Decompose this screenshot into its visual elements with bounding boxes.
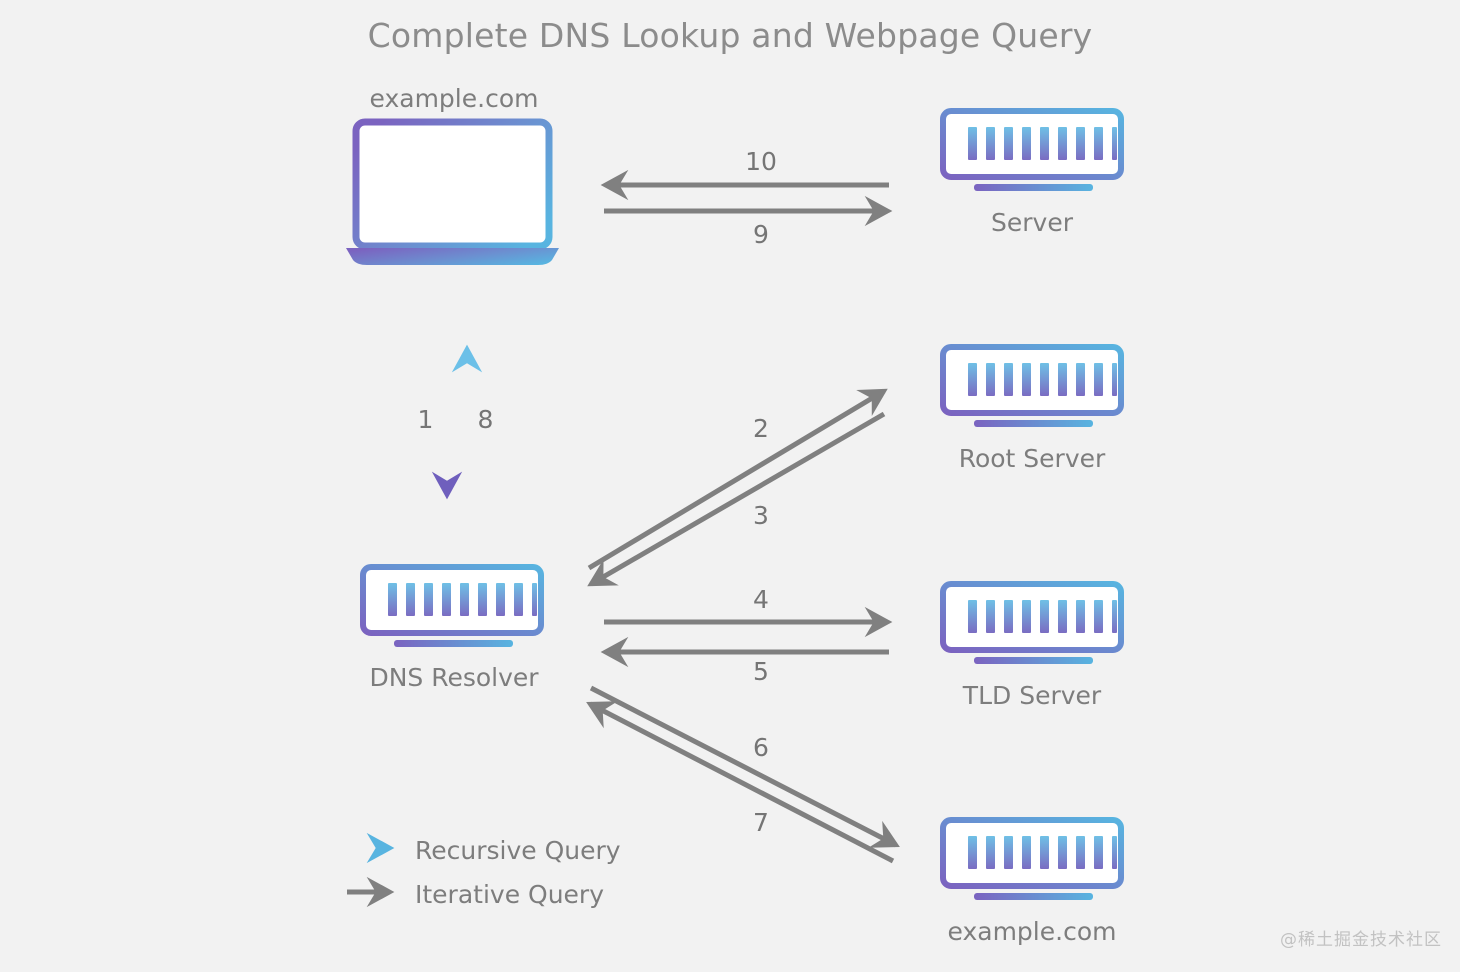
step-number-3: 3: [753, 501, 769, 530]
step-number-6: 6: [753, 733, 769, 762]
node-label-tld-server: TLD Server: [962, 681, 1102, 710]
legend: Recursive Query Iterative Query: [345, 828, 675, 916]
legend-item-recursive: Recursive Query: [345, 828, 675, 872]
legend-label-iterative: Iterative Query: [415, 879, 605, 909]
node-label-authoritative-server: example.com: [947, 917, 1117, 946]
watermark: @稀土掘金技术社区: [1280, 930, 1442, 950]
page-title: Complete DNS Lookup and Webpage Query: [367, 16, 1093, 55]
server-icon-authoritative-server: [940, 817, 1124, 900]
step-number-9: 9: [753, 220, 769, 249]
step-number-1: 1: [417, 405, 434, 434]
server-icon-tld-server: [940, 581, 1124, 664]
server-icon-root-server: [940, 344, 1124, 427]
step-number-7: 7: [753, 808, 769, 837]
step-number-10: 10: [745, 147, 777, 176]
node-label-dns-resolver: DNS Resolver: [369, 663, 539, 692]
server-icon-dns-resolver: [360, 564, 544, 647]
laptop-icon: [346, 118, 559, 265]
node-label-root-server: Root Server: [958, 444, 1106, 473]
node-label-client: example.com: [369, 84, 539, 113]
server-icon-server: [940, 108, 1124, 191]
legend-item-iterative: Iterative Query: [345, 872, 675, 916]
step-number-2: 2: [753, 414, 769, 443]
arrow-right-icon: [345, 839, 403, 861]
node-label-server: Server: [991, 208, 1073, 237]
step-number-8: 8: [477, 405, 494, 434]
step-number-4: 4: [753, 585, 769, 614]
step-number-5: 5: [753, 657, 769, 686]
arrow-right-icon: [345, 883, 403, 905]
legend-label-recursive: Recursive Query: [415, 835, 621, 865]
